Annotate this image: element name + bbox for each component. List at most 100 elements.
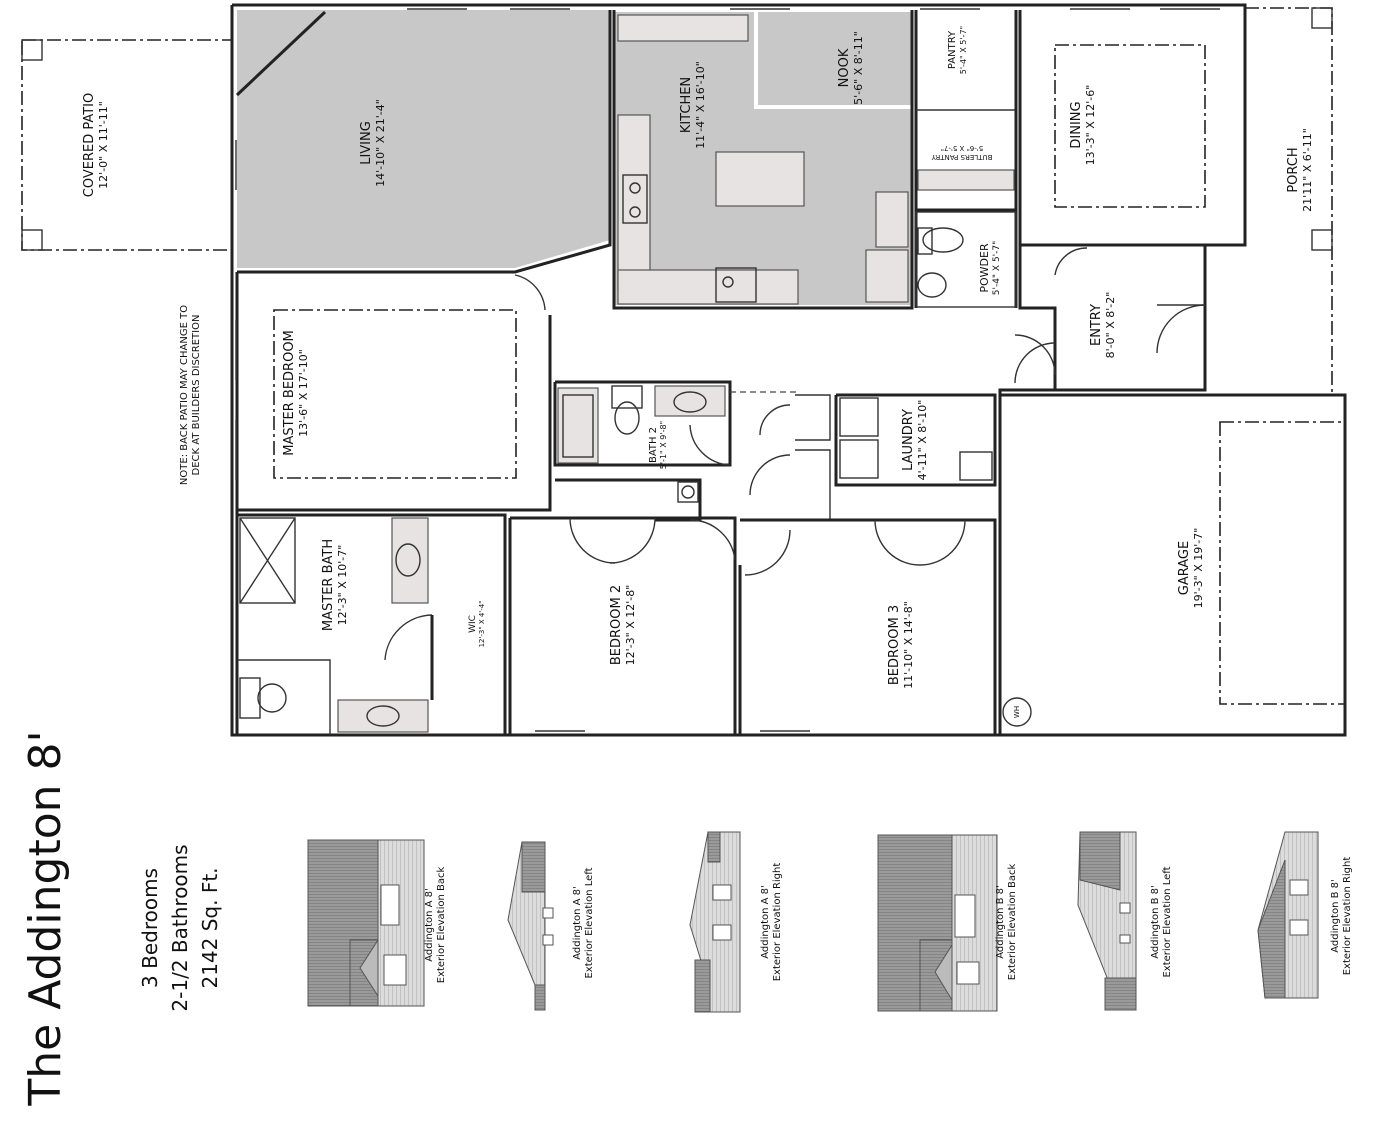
bedroom3-label: BEDROOM 311'-10" X 14'-8"	[887, 601, 915, 689]
kitchen-island	[715, 151, 805, 207]
outer-wall	[230, 3, 1347, 737]
elevation-a-left-line1: Addington A 8'	[572, 886, 583, 960]
kitchen-name: KITCHEN	[679, 77, 694, 133]
bedroom3-size: 11'-10" X 14'-8"	[902, 601, 915, 689]
elevation-b-right: Addington B 8'Exterior Elevation Right	[1257, 831, 1353, 999]
powder-label: POWDER5'-4" X 5'-7"	[978, 241, 1002, 296]
living-label: LIVING14'-10" X 21'-4"	[359, 99, 387, 187]
elevation-a-right-line1: Addington A 8'	[760, 885, 771, 959]
master-bedroom-label: MASTER BEDROOM13'-6" X 17'-10"	[282, 330, 310, 456]
powder-name: POWDER	[978, 243, 991, 293]
elevation-b-back-line1: Addington B 8'	[995, 885, 1006, 959]
butlers-pantry-size: 5'-6" X 5'-7"	[941, 144, 983, 152]
floor-plan	[21, 3, 1347, 737]
pantry-name: PANTRY	[947, 30, 958, 69]
porch-label: PORCH21'11" X 6'-11"	[1286, 128, 1314, 212]
master-bath-name: MASTER BATH	[321, 539, 336, 631]
elevation-a-back-line2: Exterior Elevation Back	[436, 867, 447, 984]
patio-note-line2: DECK AT BUILDERS DISCRETION	[191, 315, 202, 476]
elevation-b-left-line1: Addington B 8'	[1150, 885, 1161, 959]
bedroom2-name: BEDROOM 2	[609, 585, 624, 665]
svg-text:Addington A 8'Exterior Elevati: Addington A 8'Exterior Elevation Left	[572, 867, 595, 978]
elevation-a-left-line2: Exterior Elevation Left	[584, 867, 595, 978]
porch-outline	[1245, 7, 1333, 395]
master-bath-size: 12'-3" X 10'-7"	[336, 545, 349, 626]
patio-note-line1: NOTE: BACK PATIO MAY CHANGE TO	[179, 305, 190, 485]
wic-name: WIC	[468, 615, 478, 633]
water-heater-label: WH	[1013, 706, 1021, 718]
svg-text:Addington B 8'Exterior Elevati: Addington B 8'Exterior Elevation Right	[1330, 857, 1353, 976]
master-bath-label: MASTER BATH12'-3" X 10'-7"	[321, 539, 349, 631]
svg-text:Addington B 8'Exterior Elevati: Addington B 8'Exterior Elevation Back	[995, 864, 1018, 981]
laundry-label: LAUNDRY4'-11" X 8'-10"	[901, 400, 929, 481]
plan-title: The Addington 8'	[20, 730, 71, 1106]
wic-size: 12'-3" X 4'-4"	[478, 601, 486, 648]
elevation-b-left: Addington B 8'Exterior Elevation Left	[1077, 831, 1173, 1011]
garage-size: 19'-3" X 19'-7"	[1192, 528, 1205, 609]
living-size: 14'-10" X 21'-4"	[374, 99, 387, 187]
garage-label: GARAGE19'-3" X 19'-7"	[1177, 528, 1205, 609]
bedroom2-label: BEDROOM 212'-3" X 12'-8"	[609, 585, 637, 666]
svg-text:Addington A 8'Exterior Elevati: Addington A 8'Exterior Elevation Back	[424, 867, 447, 984]
butlers-pantry-label: BUTLERS PANTRY5'-6" X 5'-7"	[931, 144, 993, 161]
elevation-a-right: Addington A 8'Exterior Elevation Right	[689, 831, 783, 1013]
windows	[235, 8, 1220, 732]
entry-name: ENTRY	[1089, 304, 1104, 346]
master-bedroom-name: MASTER BEDROOM	[282, 330, 297, 456]
svg-text:Addington A 8'Exterior Elevati: Addington A 8'Exterior Elevation Right	[760, 863, 783, 982]
covered-patio-name: COVERED PATIO	[82, 93, 97, 197]
wic-label: WIC12'-3" X 4'-4"	[468, 601, 486, 648]
elevation-a-right-line2: Exterior Elevation Right	[772, 863, 783, 982]
bedroom2-size: 12'-3" X 12'-8"	[624, 585, 637, 666]
dining-size: 13'-3" X 12'-6"	[1084, 85, 1097, 166]
dining-label: DINING13'-3" X 12'-6"	[1069, 85, 1097, 166]
kitchen-size: 11'-4" X 16'-10"	[694, 61, 707, 149]
elevation-b-back: Addington B 8'Exterior Elevation Back	[877, 834, 1018, 1012]
garage-name: GARAGE	[1177, 541, 1192, 595]
elevation-b-right-line2: Exterior Elevation Right	[1342, 857, 1353, 976]
svg-text:Addington B 8'Exterior Elevati: Addington B 8'Exterior Elevation Left	[1150, 866, 1173, 977]
spec-bathrooms: 2-1/2 Bathrooms	[168, 844, 192, 1011]
bath2-size: 5'-1" X 9'-8"	[659, 421, 668, 469]
nook-label: NOOK5'-6" X 8'-11"	[837, 31, 865, 105]
porch-size: 21'11" X 6'-11"	[1301, 128, 1314, 212]
laundry-name: LAUNDRY	[901, 409, 916, 471]
living-room-fill	[237, 10, 610, 268]
garage-parking-outline	[1219, 421, 1346, 705]
nook-size: 5'-6" X 8'-11"	[852, 31, 865, 105]
laundry-size: 4'-11" X 8'-10"	[916, 400, 929, 481]
spec-bedrooms: 3 Bedrooms	[138, 868, 162, 988]
elevation-thumbnails: Addington A 8'Exterior Elevation Back Ad…	[307, 831, 1353, 1013]
bath2-label: BATH 25'-1" X 9'-8"	[648, 421, 668, 469]
patio-note: NOTE: BACK PATIO MAY CHANGE TODECK AT BU…	[179, 305, 202, 485]
covered-patio-label: COVERED PATIO12'-0" X 11'-11"	[82, 93, 110, 197]
entry-size: 8'-0" X 8'-2"	[1104, 292, 1117, 359]
room-labels: COVERED PATIO12'-0" X 11'-11" LIVING14'-…	[82, 26, 1314, 718]
spec-area: 2142 Sq. Ft.	[198, 867, 222, 988]
covered-patio-outline	[21, 39, 233, 251]
nook-fill	[756, 12, 912, 107]
covered-patio-size: 12'-0" X 11'-11"	[97, 101, 110, 189]
elevation-a-left: Addington A 8'Exterior Elevation Left	[507, 841, 595, 1011]
master-bedroom-size: 13'-6" X 17'-10"	[297, 349, 310, 437]
elevation-b-left-line2: Exterior Elevation Left	[1162, 866, 1173, 977]
bedroom3-name: BEDROOM 3	[887, 605, 902, 685]
butlers-pantry-name: BUTLERS PANTRY	[931, 153, 993, 161]
powder-size: 5'-4" X 5'-7"	[992, 241, 1002, 296]
living-name: LIVING	[359, 121, 374, 165]
pantry-label: PANTRY5'-4" X 5'-7"	[947, 26, 968, 74]
master-bedroom-outline	[273, 309, 517, 479]
pantry-size: 5'-4" X 5'-7"	[959, 26, 968, 74]
nook-name: NOOK	[837, 48, 852, 87]
entry-label: ENTRY8'-0" X 8'-2"	[1089, 292, 1117, 359]
bath2-name: BATH 2	[648, 427, 659, 463]
dining-area-outline	[1054, 44, 1206, 208]
elevation-a-back: Addington A 8'Exterior Elevation Back	[307, 839, 447, 1007]
elevation-a-back-line1: Addington A 8'	[424, 888, 435, 962]
porch-name: PORCH	[1286, 147, 1301, 192]
kitchen-label: KITCHEN11'-4" X 16'-10"	[679, 61, 707, 149]
water-heater-symbol	[1002, 697, 1032, 727]
elevation-b-right-line1: Addington B 8'	[1330, 879, 1341, 953]
